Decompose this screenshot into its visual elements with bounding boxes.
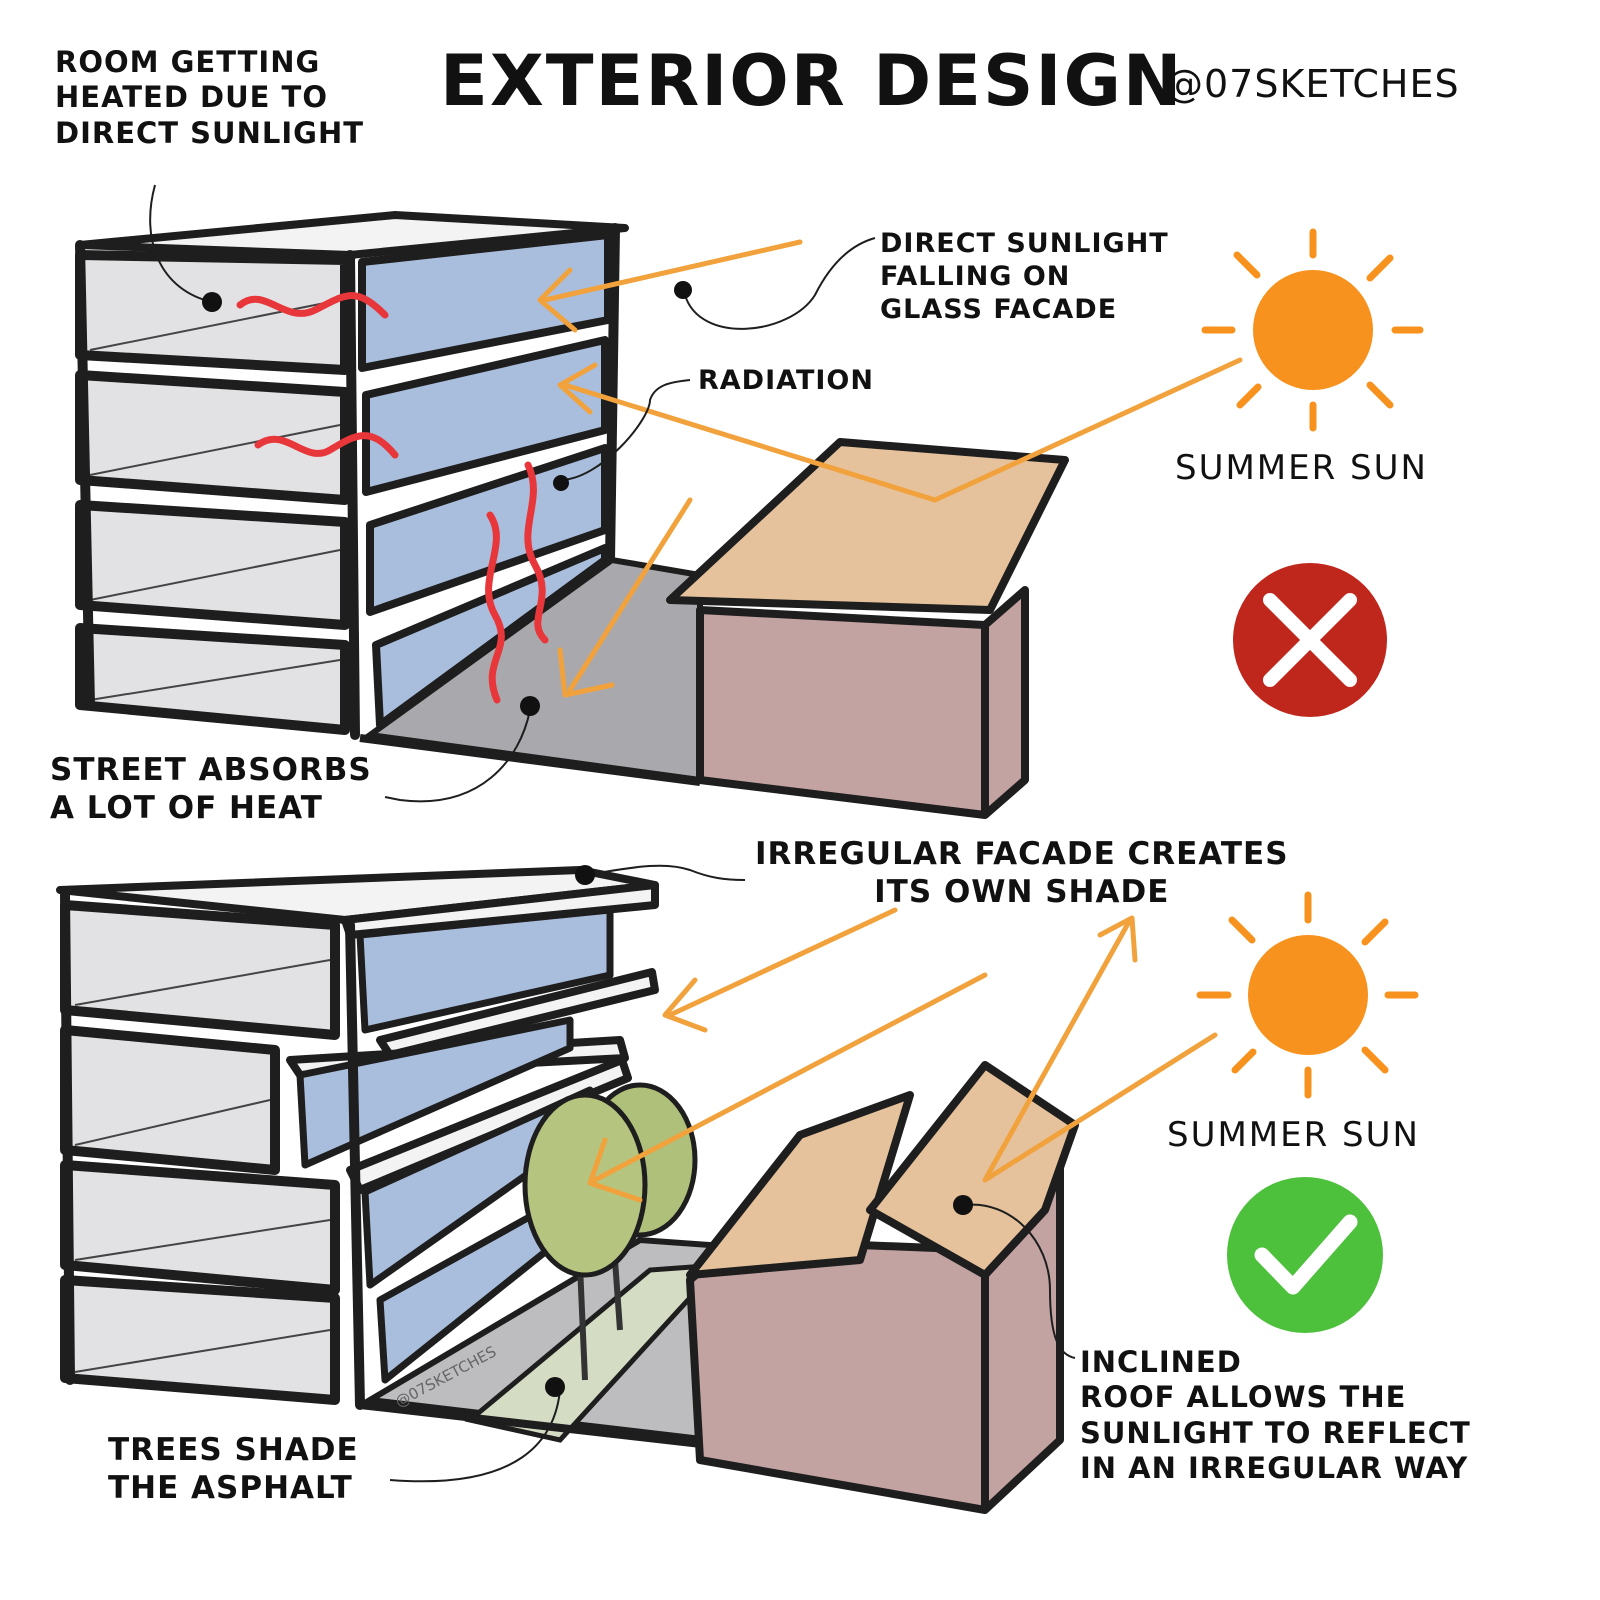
- top-low-building-wall: [696, 586, 1029, 819]
- bottom-leaders: [389, 864, 1076, 1483]
- bottom-sun-rays: [587, 907, 1218, 1203]
- top-heat-waves: [236, 292, 549, 704]
- check-mark-icon: [1227, 1177, 1383, 1333]
- bottom-building: [56, 866, 1079, 1514]
- label-irregular-facade: IRREGULAR FACADE CREATES ITS OWN SHADE: [755, 836, 1289, 910]
- label-bottom-summer-sun: SUMMER SUN: [1167, 1115, 1420, 1155]
- x-mark-icon: [1233, 563, 1387, 717]
- author-handle: @07SKETCHES: [1165, 62, 1460, 106]
- bottom-inclined-roof-b: [866, 1061, 1079, 1279]
- top-building: [75, 211, 1069, 819]
- label-street-absorbs: STREET ABSORBS A LOT OF HEAT: [50, 752, 372, 826]
- page-title: EXTERIOR DESIGN: [440, 40, 1184, 122]
- top-leaders: [149, 184, 876, 803]
- bottom-inclined-roof-a: [686, 1091, 914, 1279]
- label-inclined-roof: INCLINED ROOF ALLOWS THE SUNLIGHT TO REF…: [1080, 1345, 1471, 1486]
- top-sun-icon: [1201, 228, 1424, 432]
- bottom-sun-icon: [1196, 891, 1419, 1099]
- label-radiation: RADIATION: [698, 365, 874, 396]
- label-direct-sunlight: DIRECT SUNLIGHT FALLING ON GLASS FACADE: [880, 228, 1169, 325]
- tree-icon: [522, 1082, 698, 1381]
- label-trees-shade: TREES SHADE THE ASPHALT: [108, 1432, 359, 1506]
- top-roof-slab: [76, 211, 629, 259]
- label-room-heated: ROOM GETTING HEATED DUE TO DIRECT SUNLIG…: [55, 45, 364, 150]
- top-sun-rays: [537, 239, 1243, 698]
- label-top-summer-sun: SUMMER SUN: [1175, 448, 1428, 488]
- bottom-room-panels: [60, 900, 340, 1405]
